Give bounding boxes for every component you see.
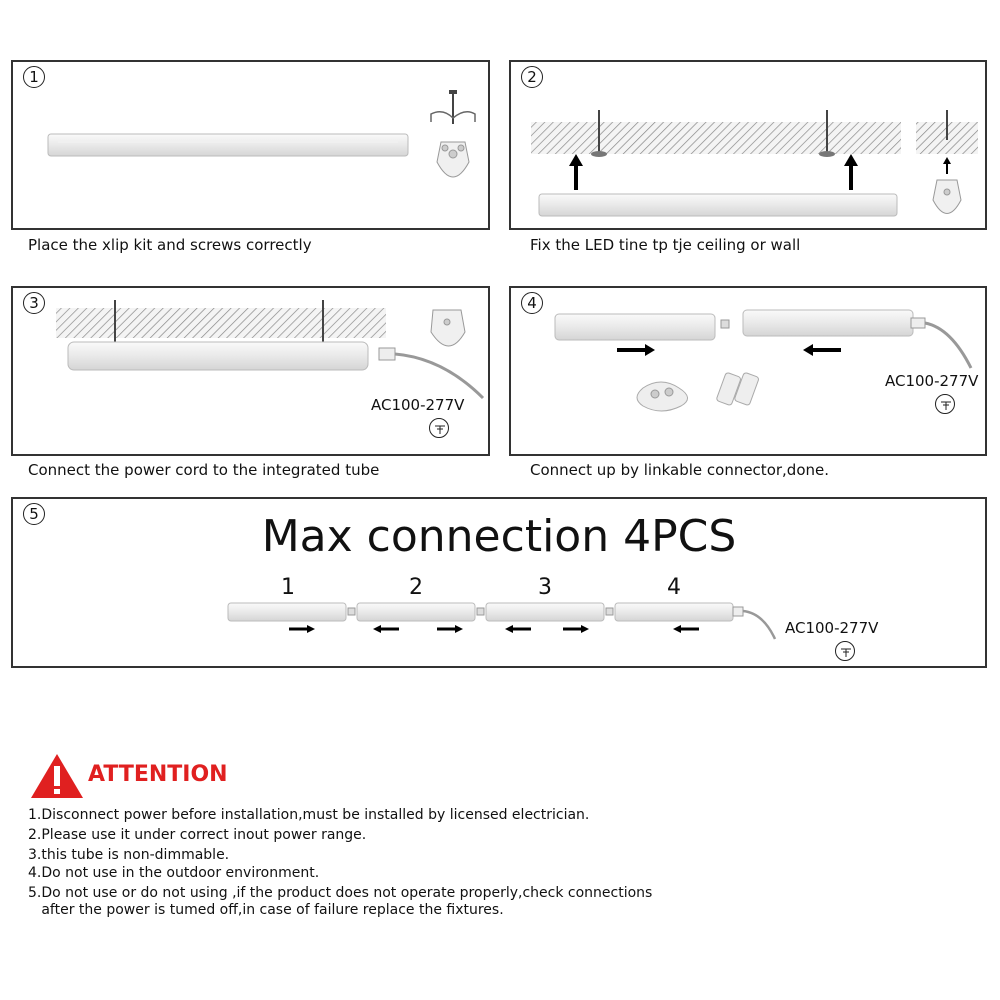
step-number: 5 (23, 503, 45, 525)
led-tube (554, 309, 914, 341)
left-arrow-icon (803, 344, 841, 356)
step-1-illustration (47, 90, 476, 178)
tube-label-1: 1 (281, 575, 295, 600)
voltage-label: AC100-277V (371, 396, 465, 414)
led-tube (227, 602, 734, 622)
clip-icon (932, 179, 962, 214)
ground-symbol-icon (935, 394, 955, 414)
note-5-continued: after the power is tumed off,in case of … (28, 902, 504, 918)
clip-with-screw-icon (430, 90, 476, 178)
tube-label-2: 2 (409, 575, 423, 600)
connector-stub (720, 317, 973, 369)
step-2-panel: 2 (509, 60, 987, 230)
note-1: 1.Disconnect power before installation,m… (28, 807, 590, 823)
step-4-illustration (554, 309, 973, 412)
screw-icon (114, 300, 324, 344)
voltage-label: AC100-277V (785, 619, 879, 637)
step-3-illustration (56, 300, 485, 400)
step-number: 2 (521, 66, 543, 88)
step-4-caption: Connect up by linkable connector,done. (530, 461, 830, 479)
step-2-caption: Fix the LED tine tp tje ceiling or wall (530, 236, 801, 254)
step-4-panel: 4 AC100-277V (509, 286, 987, 456)
note-2: 2.Please use it under correct inout powe… (28, 827, 367, 843)
led-tube (67, 341, 369, 371)
note-3: 3.this tube is non-dimmable. (28, 847, 230, 863)
right-arrow-icon (289, 625, 589, 633)
tube-label-3: 3 (538, 575, 552, 600)
max-connection-title: Max connection 4PCS (261, 511, 737, 562)
power-cord (378, 347, 485, 400)
led-tube (538, 193, 898, 217)
left-arrow-icon (373, 625, 699, 633)
tube-label-4: 4 (667, 575, 681, 600)
note-4: 4.Do not use in the outdoor environment. (28, 865, 320, 881)
note-5: 5.Do not use or do not using ,if the pro… (28, 885, 653, 901)
ground-symbol-icon (835, 641, 855, 661)
step-1-caption: Place the xlip kit and screws correctly (28, 236, 312, 254)
step-1-panel: 1 (11, 60, 490, 230)
ceiling (56, 308, 386, 338)
up-arrow-icon (569, 154, 951, 190)
step-3-panel: 3 AC100-277V (11, 286, 490, 456)
connector-stub (347, 606, 777, 640)
linkable-connector-icon (716, 372, 759, 406)
clip-icon (636, 381, 688, 412)
screw-icon (591, 110, 948, 157)
step-2-illustration (531, 110, 978, 217)
step-5-panel: 5 Max connection 4PCS 1 2 3 4 AC100-2 (11, 497, 987, 668)
step-3-caption: Connect the power cord to the integrated… (28, 461, 380, 479)
step-5-illustration (227, 602, 777, 640)
clip-icon (430, 309, 466, 347)
step-number: 3 (23, 292, 45, 314)
led-tube (47, 133, 409, 157)
step-number: 1 (23, 66, 45, 88)
step-number: 4 (521, 292, 543, 314)
ground-symbol-icon (429, 418, 449, 438)
warning-triangle-icon (31, 754, 83, 798)
voltage-label: AC100-277V (885, 372, 979, 390)
attention-title: ATTENTION (88, 762, 228, 787)
right-arrow-icon (617, 344, 655, 356)
